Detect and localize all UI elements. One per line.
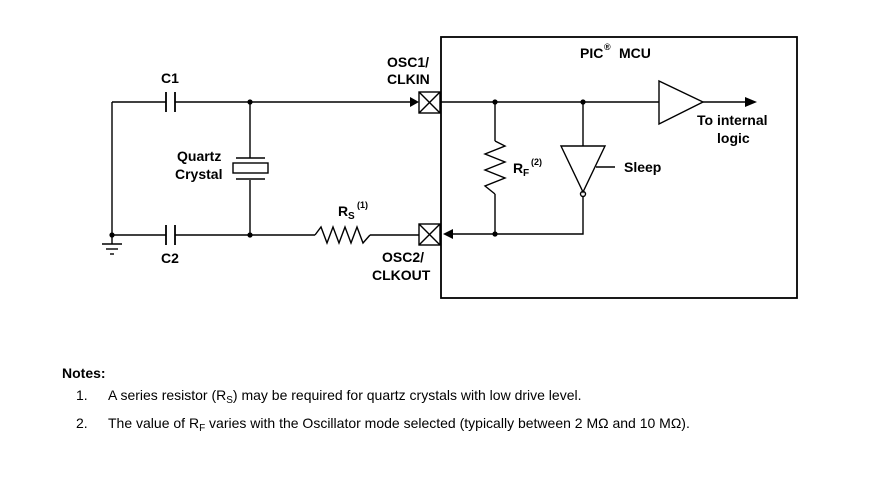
crystal-label-line1: Quartz xyxy=(177,148,221,164)
note-subscript: F xyxy=(199,423,206,434)
osc2-label-line1: OSC2/ xyxy=(382,249,424,265)
svg-text:(1): (1) xyxy=(357,200,368,210)
to-internal-label-line1: To internal xyxy=(697,112,768,128)
rs-label: R S (1) xyxy=(338,200,368,222)
junction-dot xyxy=(247,99,253,105)
buffer-icon xyxy=(658,79,705,126)
sleep-label: Sleep xyxy=(624,159,661,175)
mcu-title: PIC ® MCU xyxy=(580,42,651,61)
note-text-post: ) may be required for quartz crystals wi… xyxy=(232,387,582,403)
svg-text:MCU: MCU xyxy=(619,45,651,61)
crystal-label-line2: Crystal xyxy=(175,166,222,182)
output-arrow-icon xyxy=(745,97,757,107)
mcu-box xyxy=(440,36,798,299)
note-text: The value of RF varies with the Oscillat… xyxy=(108,412,690,440)
internal-bottom-wire xyxy=(453,196,584,235)
note-number: 1. xyxy=(76,387,88,403)
c1-label: C1 xyxy=(161,70,179,86)
c2-label: C2 xyxy=(161,250,179,266)
svg-text:R: R xyxy=(338,203,348,219)
capacitor-c2-icon xyxy=(165,225,176,245)
svg-text:(2): (2) xyxy=(531,157,542,167)
notes-section: Notes: 1. A series resistor (RS) may be … xyxy=(62,362,690,440)
capacitor-c1-icon xyxy=(165,92,176,112)
note-text: A series resistor (RS) may be required f… xyxy=(108,384,582,412)
inverter-icon xyxy=(559,145,607,198)
osc1-arrow-icon xyxy=(410,97,419,107)
osc2-pin-icon xyxy=(418,223,441,246)
rf-label: R F (2) xyxy=(513,157,542,179)
note-text-pre: A series resistor (R xyxy=(108,387,227,403)
note-number: 2. xyxy=(76,415,88,431)
notes-title: Notes: xyxy=(62,365,106,381)
note-item: 2. The value of RF varies with the Oscil… xyxy=(62,412,690,440)
osc1-label-line2: CLKIN xyxy=(387,71,430,87)
resistor-rf-icon xyxy=(483,140,507,195)
svg-text:R: R xyxy=(513,160,523,176)
ground-icon xyxy=(102,232,122,255)
note-item: 1. A series resistor (RS) may be require… xyxy=(62,384,690,412)
osc1-pin-icon xyxy=(418,91,441,114)
note-subscript: S xyxy=(226,395,233,406)
note-text-pre: The value of R xyxy=(108,415,200,431)
svg-text:F: F xyxy=(523,168,529,179)
to-internal-label-line2: logic xyxy=(717,130,750,146)
resistor-rs-icon xyxy=(314,225,371,245)
osc2-arrow-icon xyxy=(443,229,453,239)
note-text-post: varies with the Oscillator mode selected… xyxy=(205,415,690,431)
svg-text:®: ® xyxy=(604,42,611,52)
junction-dot xyxy=(247,232,253,238)
svg-text:PIC: PIC xyxy=(580,45,603,61)
svg-text:S: S xyxy=(348,211,355,222)
osc2-label-line2: CLKOUT xyxy=(372,267,431,283)
osc1-label-line1: OSC1/ xyxy=(387,54,429,70)
quartz-crystal-icon xyxy=(232,157,269,180)
